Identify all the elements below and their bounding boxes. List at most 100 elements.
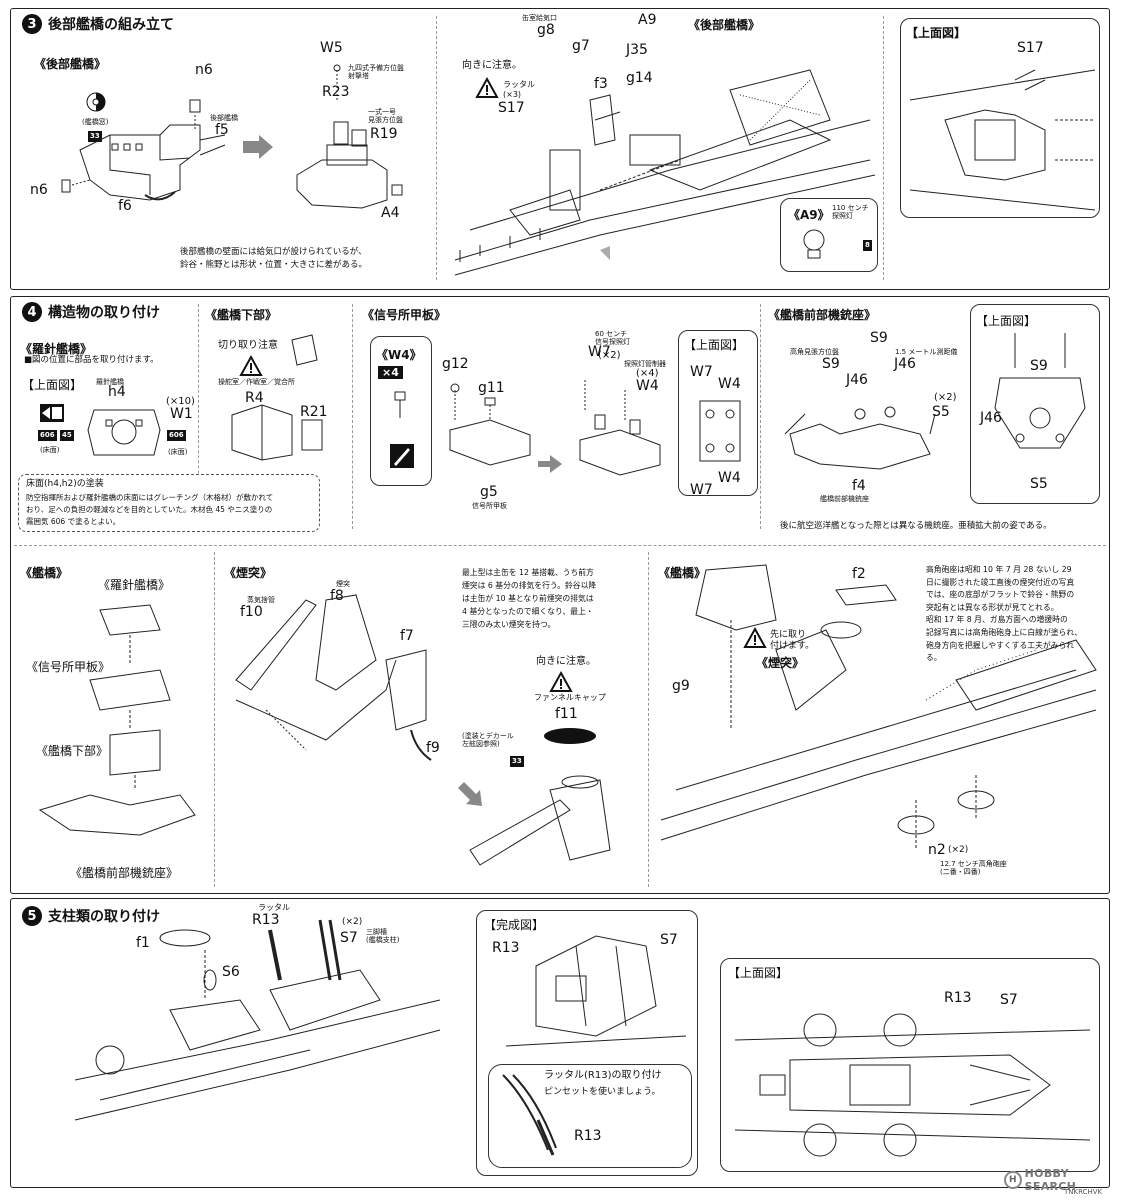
label-w5: W5 <box>320 40 343 56</box>
signal-top-w4a: W4 <box>718 376 741 392</box>
cut-caution: 切り取り注意 <box>218 340 278 351</box>
funnel-cap-drawing <box>540 726 600 750</box>
step3-divider-2 <box>883 16 884 280</box>
label-w4: W4 <box>636 378 659 394</box>
step4-row-divider <box>14 545 1106 546</box>
floor-paint-title: 床面(h4,h2)の塗装 <box>26 479 104 489</box>
bridge-heading: 《艦橋》 <box>20 566 69 580</box>
aft-bridge-heading-2: 《後部艦橋》 <box>688 18 761 32</box>
signal-top-view-title: 【上面図】 <box>684 338 745 352</box>
watermark-text: HOBBY SEARCH <box>1024 1167 1077 1193</box>
aft-bridge-note: 後部艦橋の壁面には給気口が設けられているが、 鈴谷・熊野とは形状・位置・大きさに… <box>180 247 368 270</box>
compass-bridge-note: ■図の位置に部品を取り付けます。 <box>24 355 159 365</box>
step4-panel <box>10 296 1110 894</box>
w4-part-icon <box>390 390 410 424</box>
gun-top-s5: S5 <box>1030 476 1048 492</box>
floor-paint-note: 防空指揮所および羅針艦橋の床面にはグレーチング（木格材）が敷かれて おり、足への… <box>26 493 274 526</box>
gun-top-view-title: 【上面図】 <box>976 314 1037 328</box>
front-gun-note: 後に航空巡洋艦となった際とは異なる機銃座。亜積拡大前の姿である。 <box>780 521 1052 531</box>
compass-top-view-title: 【上面図】 <box>22 378 83 392</box>
tweezers-drawing <box>498 1070 558 1164</box>
step4-divider-1 <box>198 304 199 529</box>
step3-top-view-title: 【上面図】 <box>906 26 967 40</box>
w4-inset-title: 《W4》 <box>376 348 422 362</box>
hull-aft-drawing <box>450 50 880 280</box>
a9-inset-title: 《A9》 <box>788 208 830 222</box>
label-f10-desc: 蒸気捨管 <box>247 596 275 604</box>
paint-badge-606-b: 606 <box>167 430 186 441</box>
front-gun-drawing <box>780 394 940 474</box>
label-r4: R4 <box>245 390 264 406</box>
step5-top-hull-drawing <box>730 1010 1091 1160</box>
label-r19: R19 <box>370 126 398 142</box>
label-w1: W1 <box>170 406 193 422</box>
a9-inset-desc: 110 センチ 探照灯 <box>832 204 869 220</box>
label-f7: f7 <box>400 628 414 644</box>
bridge-stack-drawing <box>30 590 210 860</box>
label-first-note: 先に取り 付けます。 <box>770 630 815 651</box>
window-paint-icon <box>86 92 106 112</box>
step5-header: 5 支柱類の取り付け <box>22 906 160 926</box>
label-s9b: S9 <box>870 330 888 346</box>
label-s9a-desc: 高角見張方位盤 <box>790 348 839 356</box>
complete-bridge-drawing <box>496 926 692 1056</box>
watermark: H HOBBY SEARCH <box>1004 1167 1122 1193</box>
brush-icon <box>390 444 414 472</box>
aft-bridge-heading: 《後部艦橋》 <box>34 57 107 71</box>
label-s17: S17 <box>498 100 525 116</box>
label-n6-left: n6 <box>30 182 48 198</box>
watermark-logo-icon: H <box>1004 1171 1022 1189</box>
funnel-note: 最上型は主缶を 12 基搭載、うち前方 煙突は 6 基分の排気を行う。鈴谷以降 … <box>462 568 597 629</box>
step5-title: 支柱類の取り付け <box>48 909 160 925</box>
label-g5: g5 <box>480 484 498 500</box>
label-r23-desc: 九四式予備方位盤 射撃塔 <box>348 64 404 80</box>
label-g8-desc: 缶室給気口 <box>522 14 557 22</box>
funnel-orient-caution: 向きに注意。 <box>536 656 596 667</box>
label-f6: f6 <box>118 198 132 214</box>
stack-signal-label: 《信号所甲板》 <box>26 660 111 674</box>
label-r13: R13 <box>252 912 280 928</box>
step3-title: 後部艦橋の組み立て <box>48 17 174 33</box>
label-w7: W7 <box>588 344 611 360</box>
label-f5-desc: 後部艦橋 <box>210 114 238 122</box>
label-g12: g12 <box>442 356 469 372</box>
step5-panel <box>10 898 1110 1188</box>
label-g5-desc: 信号所甲板 <box>472 502 507 510</box>
label-f11: f11 <box>555 706 578 722</box>
lower-bridge-drawing <box>222 330 342 461</box>
funnel-heading: 《煙突》 <box>224 566 273 580</box>
label-f1: f1 <box>136 935 150 951</box>
label-g9: g9 <box>672 678 690 694</box>
searchlight-icon <box>800 228 828 266</box>
signal-top-w7b: W7 <box>690 482 713 498</box>
gun-top-view <box>970 304 1100 504</box>
hull-fore-drawing <box>70 919 450 1180</box>
label-h4-desc: 羅針艦橋 <box>96 378 124 386</box>
label-f11-desc: ファンネルキャップ <box>534 693 606 702</box>
step4-divider-3 <box>760 304 761 529</box>
step3-number: 3 <box>22 14 42 34</box>
step-arrow-gray <box>243 135 273 163</box>
signal-top-view <box>678 330 758 496</box>
compass-bridge-drawing <box>84 400 164 460</box>
label-w7-desc: 60 センチ 信号探照灯 <box>595 330 630 346</box>
stack-gun-label: 《艦橋前部機銃座》 <box>70 866 179 880</box>
warning-triangle-icon-2 <box>239 354 263 380</box>
step5-top-r13: R13 <box>944 990 972 1006</box>
funnel-assembled-drawing <box>460 770 640 870</box>
compass-bridge-heading: 《羅針艦橋》 <box>20 342 93 356</box>
gun-top-j46: J46 <box>980 410 1002 426</box>
step3-panel <box>10 8 1110 290</box>
corner-code: TNKRCHVK <box>1064 1188 1103 1196</box>
label-floor-1: (床面) <box>40 446 60 454</box>
signal-top-drawing <box>690 396 750 466</box>
label-w4-count: (×4) <box>636 368 659 379</box>
label-n2: n2 <box>928 842 946 858</box>
label-floor-2: (床面) <box>168 448 188 456</box>
step4-divider-2 <box>352 304 353 529</box>
complete-view-title: 【完成図】 <box>484 918 545 932</box>
signal-deck-heading: 《信号所甲板》 <box>362 308 447 322</box>
complete-s7: S7 <box>660 932 678 948</box>
ladder-note-text: ピンセットを使いましょう。 <box>544 1087 661 1097</box>
label-f8: f8 <box>330 588 344 604</box>
